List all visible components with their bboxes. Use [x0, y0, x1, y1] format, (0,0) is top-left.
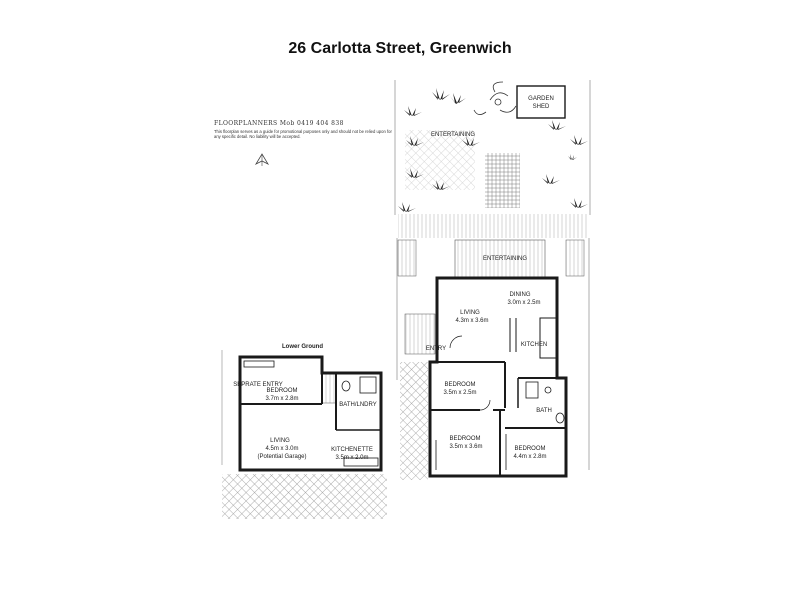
- bath-label: BATH: [536, 408, 552, 414]
- lower-bedroom-size: 3.7m x 2.8m: [265, 396, 298, 402]
- bath-laundry-label: BATH/LNDRY: [339, 402, 376, 408]
- lower-outer-wall: [238, 355, 383, 472]
- kitchenette-bench: [343, 457, 379, 467]
- dining-label: DINING: [510, 292, 531, 298]
- bedroom-1-size: 3.5m x 2.5m: [443, 390, 476, 396]
- bedroom-3-label: BEDROOM: [514, 446, 545, 452]
- deck-boards: [398, 214, 588, 238]
- lower-ground-labels: Lower Ground SEPRATE ENTRY BEDROOM 3.7m …: [233, 344, 376, 461]
- page-title: 26 Carlotta Street, Greenwich: [288, 40, 512, 57]
- ground-floor: [400, 276, 568, 480]
- tree-icon: [473, 81, 517, 115]
- garden-shed: [516, 85, 566, 119]
- ground-floor-labels: DINING 3.0m x 2.5m LIVING 4.3m x 3.6m KI…: [426, 292, 552, 460]
- stairs-left: [397, 239, 417, 277]
- entertaining-deck-label: ENTERTAINING: [483, 256, 527, 262]
- lower-ground-floor: [221, 350, 387, 519]
- kitchen-bench: [539, 317, 557, 359]
- garden-shed-label-1: GARDEN: [528, 96, 554, 102]
- lower-toilet-icon: [341, 380, 351, 392]
- entertaining-deck: [454, 239, 546, 279]
- toilet-icon: [555, 412, 565, 424]
- garden-bed: [405, 130, 475, 190]
- bedroom-2-label: BEDROOM: [449, 436, 480, 442]
- plant-icons: [398, 88, 588, 212]
- shower-icon: [525, 381, 539, 399]
- lower-living-note: (Potential Garage): [257, 454, 306, 460]
- lower-garden-hatch: [222, 474, 387, 519]
- compass-north-arrow-icon: [254, 153, 270, 166]
- basin-icon: [544, 386, 552, 394]
- kitchen-label: KITCHEN: [521, 342, 547, 348]
- living-label: LIVING: [460, 310, 480, 316]
- kitchenette-size: 3.5m x 2.0m: [335, 455, 368, 461]
- company-phone: Mob 0419 404 838: [279, 120, 344, 127]
- disclaimer-brand-line: FLOORPLANNERS Mob 0419 404 838: [214, 120, 394, 127]
- lower-stairs: [321, 372, 337, 404]
- entry-label: ENTRY: [426, 346, 446, 352]
- lower-shower-icon: [359, 376, 377, 394]
- entertaining-upper-label: ENTERTAINING: [431, 132, 475, 138]
- dining-size: 3.0m x 2.5m: [507, 300, 540, 306]
- living-size: 4.3m x 3.6m: [455, 318, 488, 324]
- lower-living-size: 4.5m x 3.0m: [265, 446, 298, 452]
- garden-area: GARDEN SHED ENTERTAINING: [394, 80, 591, 215]
- seprate-entry-label: SEPRATE ENTRY: [233, 382, 282, 388]
- lower-living-label: LIVING: [270, 438, 290, 444]
- bedroom-1-label: BEDROOM: [444, 382, 475, 388]
- lower-ground-heading: Lower Ground: [282, 344, 323, 350]
- lower-bedroom-label: BEDROOM: [266, 388, 297, 394]
- garden-shed-label-2: SHED: [533, 104, 550, 110]
- disclaimer-text: This floorplan serves as a guide for pro…: [214, 129, 392, 140]
- kitchenette-label: KITCHENETTE: [331, 447, 373, 453]
- entry-steps: [404, 313, 436, 355]
- bedroom-3-size: 4.4m x 2.8m: [513, 454, 546, 460]
- stairs-right: [565, 239, 585, 277]
- bedroom-2-size: 3.5m x 3.6m: [449, 444, 482, 450]
- door-swing-bedroom: [479, 399, 491, 411]
- company-logo-text: FLOORPLANNERS: [214, 120, 278, 127]
- side-garden-hatch: [400, 362, 428, 480]
- garden-path-pavers: [485, 153, 520, 208]
- lower-wardrobe: [243, 360, 275, 368]
- disclaimer-block: FLOORPLANNERS Mob 0419 404 838 This floo…: [214, 120, 394, 139]
- door-swing-living: [449, 335, 463, 349]
- deck-area: ENTERTAINING: [396, 214, 590, 470]
